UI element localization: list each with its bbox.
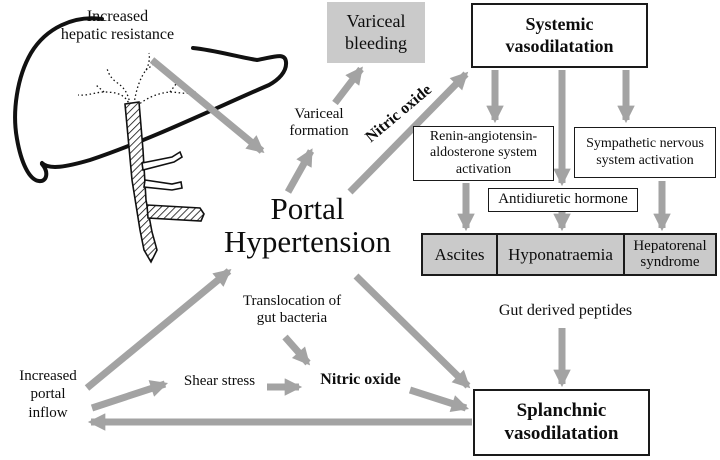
outcome-row: Ascites Hyponatraemia Hepatorenal syndro… bbox=[421, 233, 717, 276]
arrow-group bbox=[84, 57, 671, 431]
variceal-formation-label: Variceal formation bbox=[289, 106, 349, 139]
ascites-box: Ascites bbox=[434, 244, 485, 264]
liver-outline-left bbox=[13, 16, 104, 184]
arrow-nitric-oxide-to-splanchnic bbox=[408, 386, 469, 412]
adh-box: Antidiuretic hormone bbox=[488, 188, 638, 212]
arrow-portal-inflow-to-shear-stress bbox=[90, 380, 168, 412]
liver-illustration bbox=[13, 16, 289, 264]
liver-outline-right bbox=[40, 46, 289, 169]
hepatorenal-box: Hepatorenal syndrome bbox=[623, 235, 715, 274]
sympathetic-box: Sympathetic nervous system activation bbox=[574, 127, 716, 178]
portal-hypertension-title: Portal Hypertension bbox=[223, 191, 392, 260]
variceal-bleeding-box: Variceal bleeding bbox=[327, 2, 425, 63]
arrow-portal-hypertension-to-splanchnic bbox=[353, 273, 471, 389]
arrow-variceal-formation-to-variceal-bleeding bbox=[332, 66, 364, 106]
increased-hepatic-resistance-label: Increased hepatic resistance bbox=[60, 8, 175, 43]
translocation-label: Translocation of gut bacteria bbox=[242, 293, 342, 326]
nitric-oxide-lower-label: Nitric oxide bbox=[320, 371, 401, 388]
arrow-hepatic-resistance-to-portal-hypertension bbox=[149, 57, 265, 154]
arrow-portal-hypertension-to-variceal-formation bbox=[284, 148, 315, 194]
increased-portal-inflow-label: Increased portal inflow bbox=[19, 368, 77, 421]
gut-derived-peptides-label: Gut derived peptides bbox=[498, 302, 633, 319]
arrow-portal-hypertension-to-systemic-nitric-oxide bbox=[347, 71, 469, 195]
portal-vein bbox=[77, 52, 205, 264]
shear-stress-label: Shear stress bbox=[183, 373, 256, 389]
raas-box: Renin-angiotensin- aldosterone system ac… bbox=[413, 126, 554, 181]
arrow-portal-inflow-to-portal-hypertension bbox=[84, 268, 232, 391]
systemic-vasodilatation-box: Systemic vasodilatation bbox=[471, 3, 648, 68]
splanchnic-vasodilatation-box: Splanchnic vasodilatation bbox=[473, 389, 650, 456]
arrow-translocation-to-nitric-oxide bbox=[282, 334, 311, 366]
hyponatraemia-box: Hyponatraemia bbox=[496, 235, 623, 274]
